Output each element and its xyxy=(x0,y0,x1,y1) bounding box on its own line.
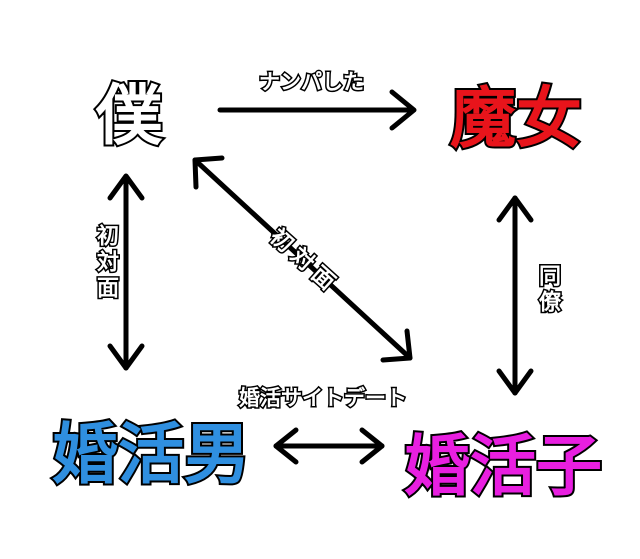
arrow-boku-konkatsu-ko xyxy=(192,155,413,363)
label-douryou: 同僚 xyxy=(534,263,562,318)
node-konkatsu-ko: 婚活子 xyxy=(402,428,604,505)
arrow-majo-konkatsu-ko xyxy=(496,195,534,396)
arrow-boku-otoko xyxy=(107,173,145,371)
node-boku: 僕 xyxy=(94,77,164,154)
arrow-otoko-konkatsu-ko xyxy=(273,427,385,465)
node-majo: 魔女 xyxy=(448,80,584,157)
label-shotaimen-left: 初対面 xyxy=(92,223,120,304)
node-konkatsu-otoko: 婚活男 xyxy=(50,416,252,493)
label-nanpa-shita: ナンパした xyxy=(258,70,366,94)
label-konkatsu-site-date: 婚活サイトデート xyxy=(238,386,409,410)
arrow-boku-to-majo xyxy=(217,89,417,131)
